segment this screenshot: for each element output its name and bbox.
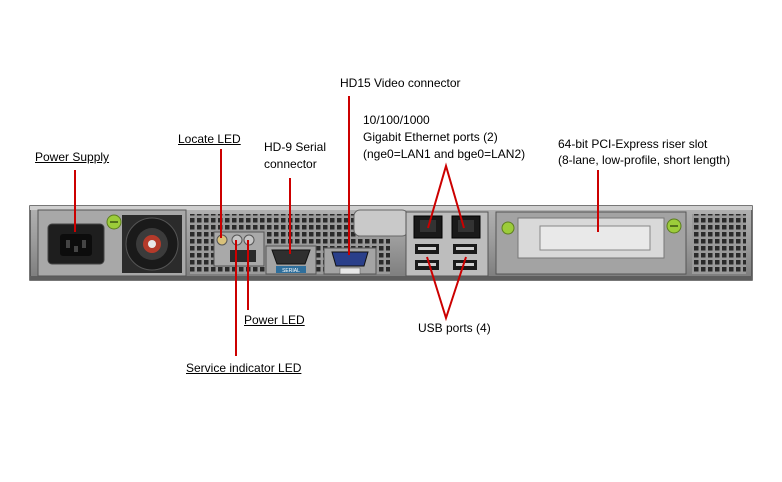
label-serial-line1: HD-9 Serial xyxy=(264,140,327,154)
label-power-led: Power LED xyxy=(244,313,305,327)
label-pcie-line1: 64-bit PCI-Express riser slot xyxy=(558,137,708,151)
power-supply-module xyxy=(37,209,187,277)
label-ethernet-line3: (nge0=LAN1 and bge0=LAN2) xyxy=(363,147,526,161)
label-serial-line2: connector xyxy=(264,157,317,171)
serial-badge-text: SERIAL xyxy=(282,268,300,274)
vent-grid-right xyxy=(692,214,746,274)
label-ethernet-line1: 10/100/1000 xyxy=(363,113,430,127)
callout-ethernet xyxy=(427,162,465,229)
label-power-supply: Power Supply xyxy=(35,150,110,164)
label-locate-led: Locate LED xyxy=(178,132,241,146)
label-service-led: Service indicator LED xyxy=(186,361,302,375)
label-video: HD15 Video connector xyxy=(340,76,461,90)
led-cluster xyxy=(213,231,265,267)
ethernet-usb-block xyxy=(405,211,489,277)
callout-lines xyxy=(74,96,599,356)
callout-usb xyxy=(426,256,467,322)
pcie-slot-area xyxy=(495,211,687,275)
label-usb: USB ports (4) xyxy=(418,321,491,335)
label-pcie-line2: (8-lane, low-profile, short length) xyxy=(558,153,731,167)
label-ethernet-line2: Gigabit Ethernet ports (2) xyxy=(363,130,498,144)
